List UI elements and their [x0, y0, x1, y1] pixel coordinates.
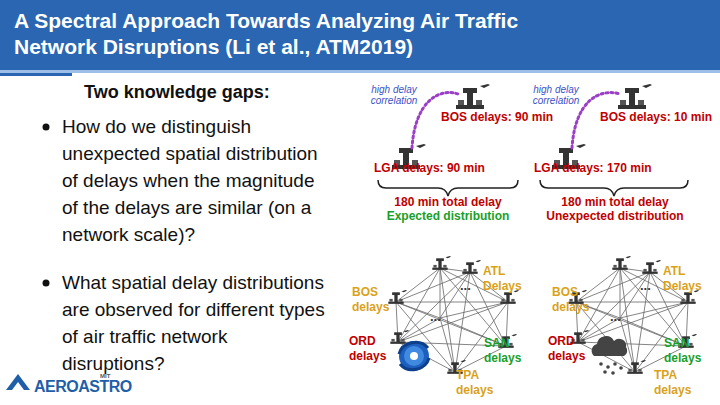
bullet-text: What spatial delay distributions are obs…: [62, 269, 330, 377]
distribution-label: Expected distribution: [378, 210, 518, 224]
network-delay-label: TPA delays: [456, 368, 496, 398]
delay-label: BOS delays: 10 min: [600, 111, 712, 125]
ellipsis: ...: [460, 279, 471, 294]
network-delay-label: BOS delays: [552, 285, 592, 315]
section-heading: Two knowledge gaps:: [84, 82, 270, 103]
network-link: [396, 272, 470, 302]
network-link: [576, 302, 688, 303]
delay-label: LGA delays: 90 min: [374, 162, 485, 176]
network-delay-label: BOS delays: [352, 285, 392, 315]
total-delay: 180 min total delay: [555, 196, 675, 210]
network-delay-label: SAN delays: [664, 336, 704, 366]
bullet-text: How do we distinguish unexpected spatial…: [62, 113, 330, 248]
ellipsis: ...: [610, 310, 621, 325]
airport-icon: [612, 256, 631, 270]
network-link: [396, 302, 455, 372]
delay-label: BOS delays: 90 min: [441, 111, 553, 125]
network-link: [576, 268, 620, 302]
total-delay: 180 min total delay: [388, 196, 508, 210]
network-link: [396, 268, 440, 302]
network-delay-label: ORD delays: [548, 334, 588, 364]
network-delay-label: SAN delays: [484, 336, 524, 366]
airport-icon: [388, 290, 407, 304]
delay-label: LGA delays: 170 min: [534, 162, 652, 176]
ellipsis: ...: [640, 279, 651, 294]
network-link: [620, 302, 688, 318]
network-link: [440, 302, 508, 318]
network-delay-label: ORD delays: [349, 334, 389, 364]
network-link: [635, 272, 650, 372]
correlation-note: high delay correlation: [364, 84, 424, 106]
airport-icon: [462, 260, 481, 274]
network-delay-label: ATL Delays: [663, 264, 703, 294]
network-link: [620, 272, 650, 318]
network-link: [398, 342, 455, 372]
airport-icon: [627, 360, 646, 374]
network-link: [455, 272, 470, 372]
correlation-note: high delay correlation: [526, 84, 586, 106]
network-link: [576, 272, 650, 302]
network-link: [396, 302, 508, 303]
network-delay-label: TPA delays: [654, 368, 694, 398]
logo-text: AEROASTRO: [34, 378, 132, 396]
airport-icon: [390, 330, 409, 344]
ellipsis: ...: [430, 310, 441, 325]
network-delay-label: ATL Delays: [483, 264, 523, 294]
airport-icon: [432, 256, 451, 270]
slide-title: A Spectral Approach Towards Analyzing Ai…: [14, 8, 574, 60]
network-link: [440, 272, 470, 318]
airport-icon: [642, 260, 661, 274]
distribution-label: Unexpected distribution: [545, 210, 685, 224]
